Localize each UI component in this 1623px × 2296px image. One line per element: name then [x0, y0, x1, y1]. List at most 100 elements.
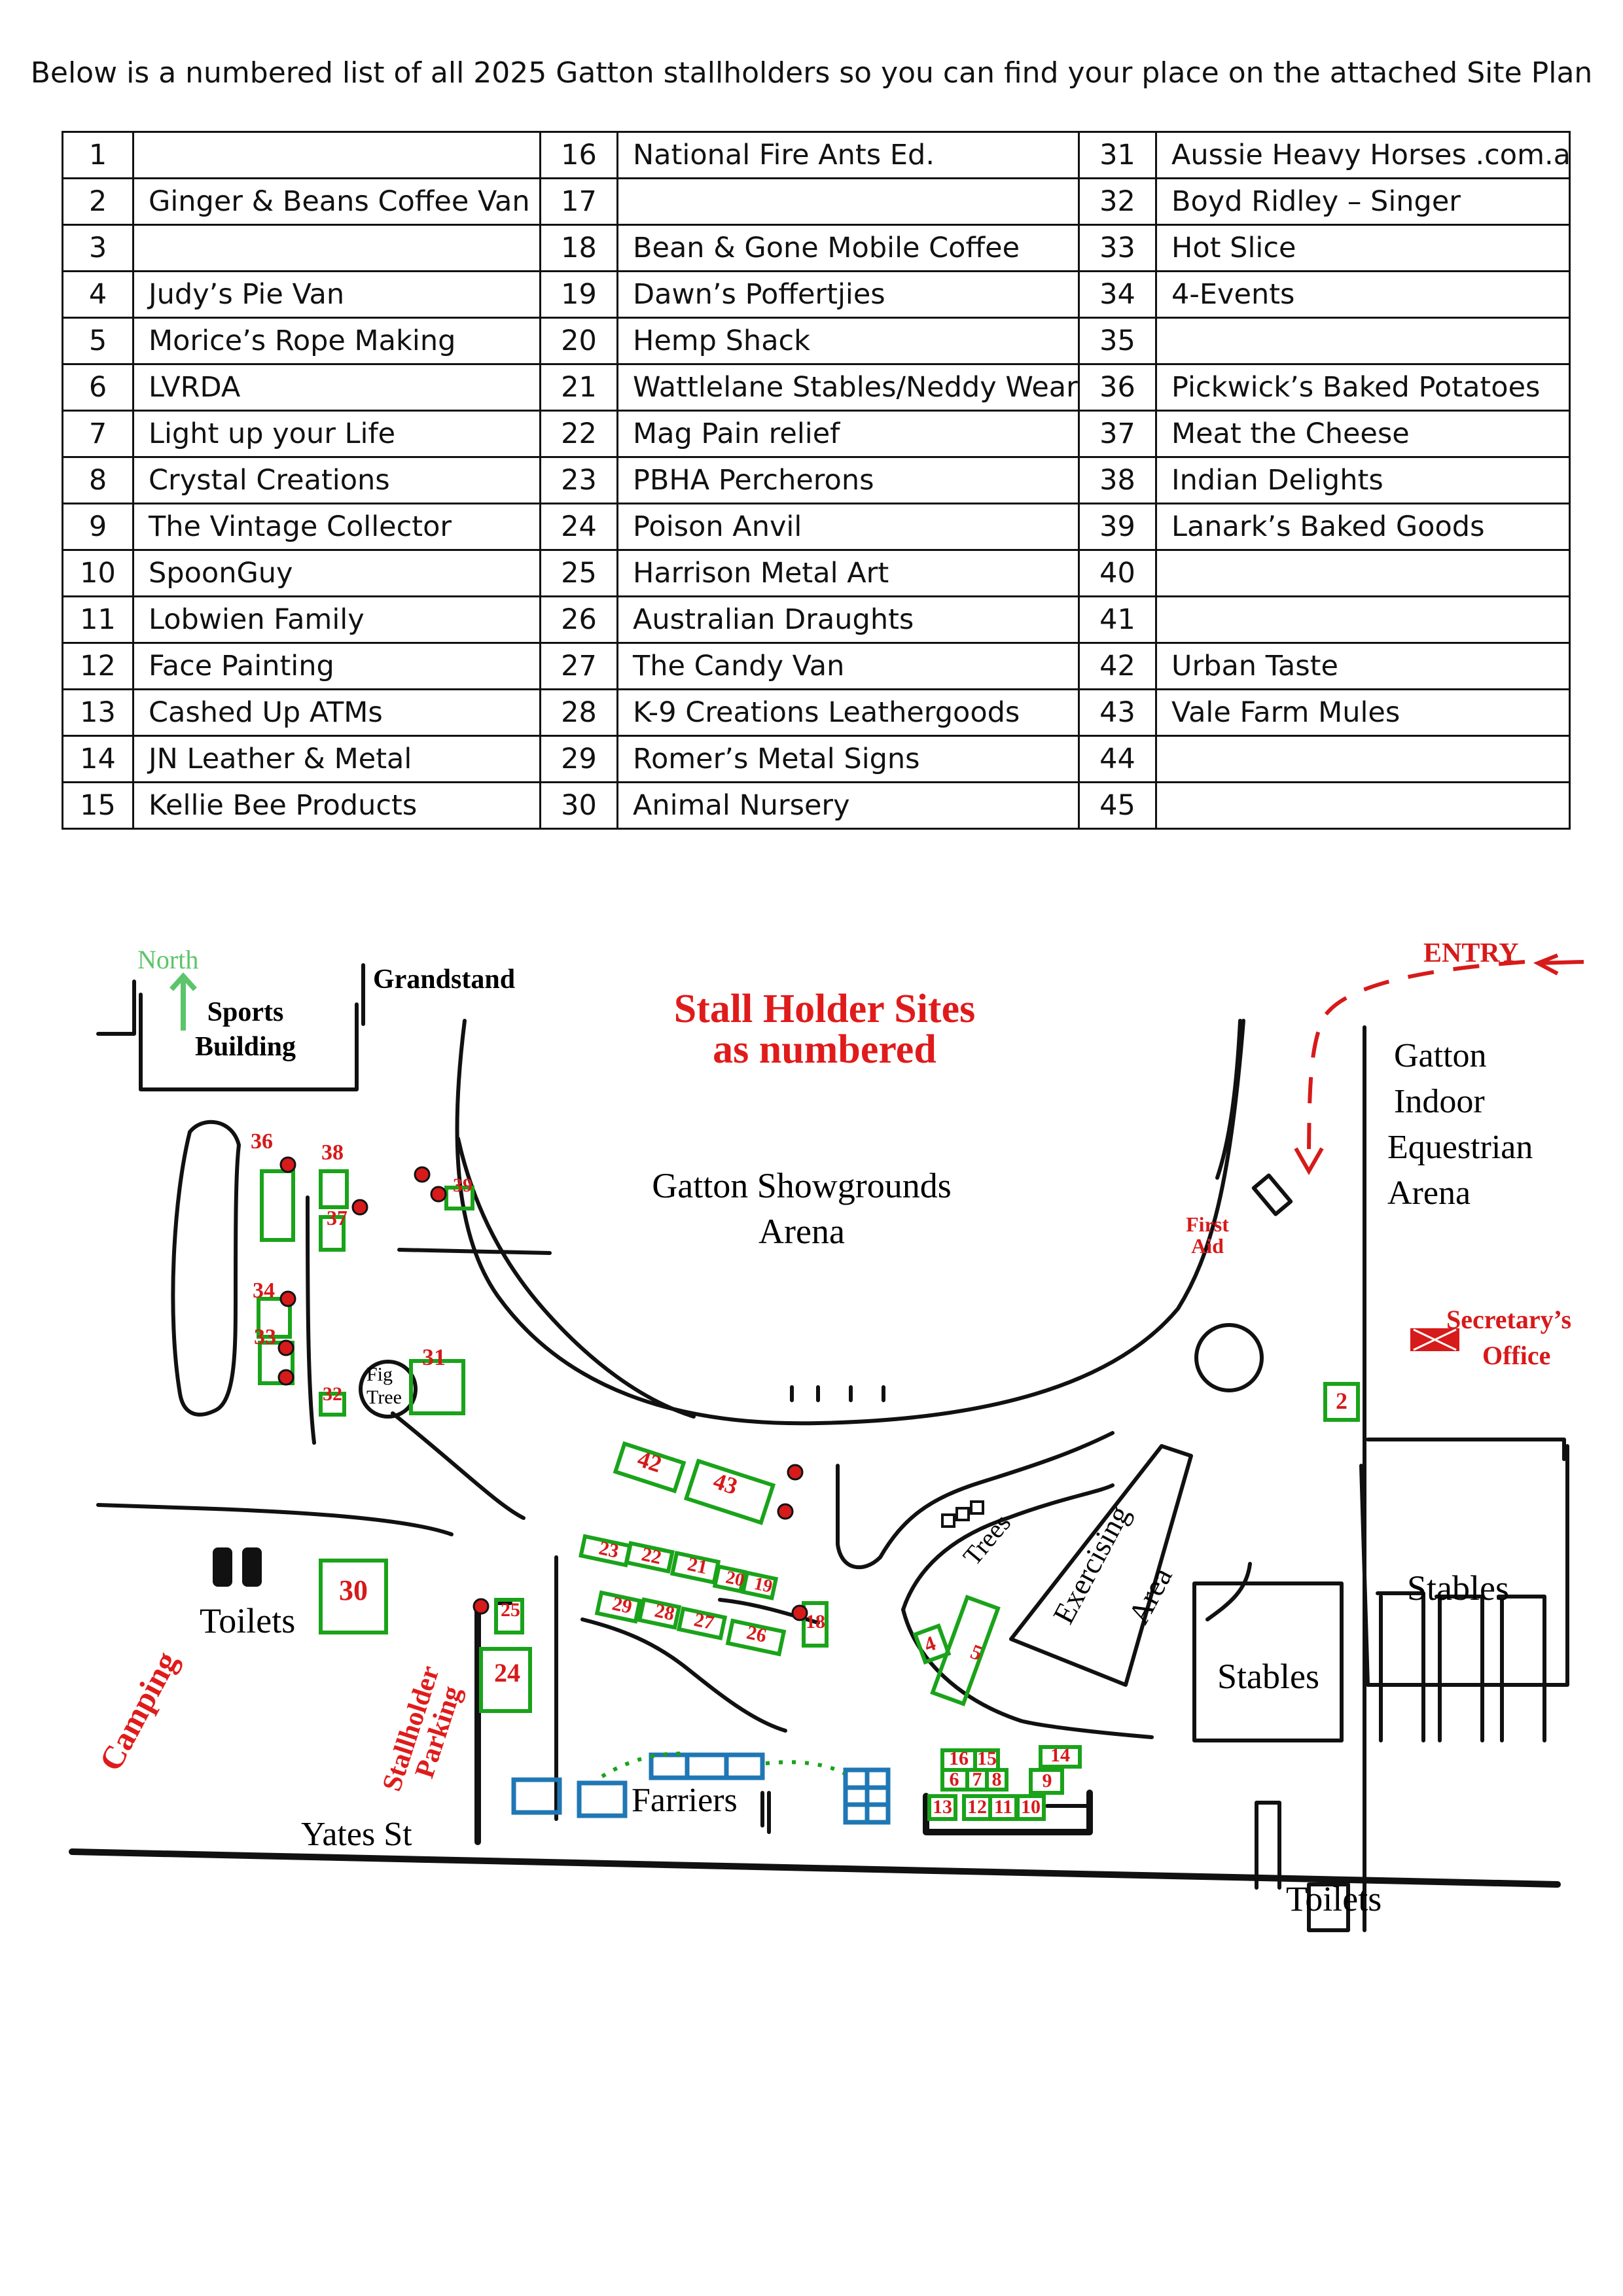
stall-number-cell: 12	[62, 642, 134, 690]
trees-island-top	[901, 1483, 1115, 1612]
stall-site-34[interactable]: 34	[253, 1279, 292, 1339]
tree-square-3	[970, 1500, 984, 1515]
stall-site-14[interactable]: 14	[1039, 1744, 1082, 1769]
stall-site-outline	[444, 1186, 474, 1210]
stall-site-30[interactable]: 30	[319, 1559, 388, 1634]
stall-name-cell: SpoonGuy	[132, 549, 541, 597]
stall-site-2[interactable]: 2	[1323, 1382, 1360, 1422]
fig-tree-label-2: Tree	[366, 1386, 402, 1408]
stall-site-19[interactable]: 19	[740, 1570, 779, 1600]
stall-site-11[interactable]: 11	[988, 1794, 1018, 1821]
stall-site-20[interactable]: 20	[712, 1564, 747, 1594]
path-39	[397, 1248, 552, 1255]
stall-number-cell: 42	[1078, 642, 1157, 690]
stall-site-number: 21	[686, 1553, 709, 1579]
road-curve-center	[836, 1431, 1115, 1570]
stall-number-cell: 34	[1078, 270, 1157, 319]
stall-site-outline	[637, 1597, 682, 1630]
stall-site-5[interactable]: 5	[930, 1595, 1001, 1706]
road-curve-fig	[391, 1411, 526, 1520]
stall-site-outline	[930, 1595, 1001, 1706]
toilet-blocks-left	[213, 1547, 262, 1587]
stall-name-cell: Lanark’s Baked Goods	[1155, 503, 1571, 551]
stall-site-37[interactable]: 37	[319, 1206, 348, 1252]
power-point-icon	[777, 1503, 794, 1520]
stall-site-18[interactable]: 18	[802, 1601, 829, 1648]
stall-site-21[interactable]: 21	[669, 1551, 721, 1585]
stall-site-number: 9	[1043, 1770, 1052, 1792]
entry-arrow-top	[1533, 953, 1584, 976]
stall-site-outline	[912, 1623, 952, 1665]
exercising-area-label-1: Exercising	[1046, 1500, 1136, 1629]
stall-site-25[interactable]: 25	[494, 1598, 524, 1634]
stall-site-4[interactable]: 4	[912, 1623, 952, 1665]
stall-site-28[interactable]: 28	[637, 1597, 682, 1630]
stall-site-39[interactable]: 39	[444, 1174, 474, 1210]
stall-site-32[interactable]: 32	[319, 1383, 346, 1417]
stables-right	[1376, 1591, 1546, 1742]
farrier-stall-2	[577, 1780, 628, 1818]
stall-site-number: 16	[949, 1748, 969, 1769]
power-point-icon	[414, 1166, 431, 1183]
stall-site-13[interactable]: 13	[927, 1794, 957, 1821]
stall-site-outline	[319, 1392, 346, 1417]
stall-site-10[interactable]: 10	[1016, 1794, 1046, 1821]
stall-site-27[interactable]: 27	[676, 1606, 728, 1640]
stall-site-outline	[725, 1618, 787, 1657]
stall-site-number: 29	[611, 1593, 634, 1618]
grandstand-label: Grandstand	[373, 964, 515, 995]
toilets-left-label: Toilets	[200, 1601, 295, 1640]
stall-site-29[interactable]: 29	[594, 1590, 643, 1624]
stall-number-cell: 28	[539, 688, 618, 737]
stall-site-12[interactable]: 12	[962, 1794, 992, 1821]
stall-site-number: 10	[1021, 1796, 1041, 1818]
stall-site-42[interactable]: 42	[613, 1440, 687, 1494]
arena-outline	[455, 1019, 1245, 1426]
exercise-area-side	[1205, 1562, 1252, 1621]
stall-number-cell: 15	[62, 781, 134, 830]
stall-site-26[interactable]: 26	[725, 1618, 787, 1657]
sports-building-label-2: Building	[195, 1032, 296, 1062]
stall-site-22[interactable]: 22	[624, 1541, 675, 1574]
stall-site-6[interactable]: 6	[940, 1768, 969, 1792]
stall-site-outline	[740, 1570, 779, 1600]
stall-name-cell: 4-Events	[1155, 270, 1571, 319]
stall-site-8[interactable]: 8	[985, 1768, 1008, 1792]
stall-site-24[interactable]: 24	[479, 1647, 532, 1713]
stall-site-number: 13	[933, 1796, 952, 1818]
yates-street-line	[69, 1848, 1561, 1888]
stall-number-cell: 21	[539, 363, 618, 412]
stall-site-number: 7	[972, 1769, 982, 1790]
stall-site-9[interactable]: 9	[1029, 1768, 1064, 1795]
stall-site-38[interactable]: 38	[319, 1140, 349, 1209]
indoor-arena-label-1: Gatton	[1394, 1037, 1487, 1074]
stall-name-cell: LVRDA	[132, 363, 541, 412]
power-point-icon	[791, 1604, 808, 1621]
sports-building-left-wall	[96, 980, 136, 1036]
stall-number-cell: 1	[62, 131, 134, 179]
stall-number-cell: 43	[1078, 688, 1157, 737]
stall-site-23[interactable]: 23	[579, 1534, 632, 1568]
stall-site-number: 28	[652, 1600, 676, 1625]
stall-name-cell: Ginger & Beans Coffee Van	[132, 177, 541, 226]
stall-site-16[interactable]: 16	[940, 1748, 977, 1772]
stall-site-31[interactable]: 31	[409, 1344, 465, 1415]
stall-site-43[interactable]: 43	[683, 1458, 776, 1525]
stall-site-15[interactable]: 15	[973, 1748, 1000, 1772]
stall-site-outline	[683, 1458, 776, 1525]
stall-number-cell: 13	[62, 688, 134, 737]
stall-name-cell: Animal Nursery	[616, 781, 1080, 830]
stall-site-36[interactable]: 36	[251, 1129, 295, 1242]
stall-name-cell: Mag Pain relief	[616, 410, 1080, 458]
stall-site-33[interactable]: 33	[254, 1325, 294, 1385]
stall-site-number: 12	[967, 1796, 987, 1818]
stall-site-7[interactable]: 7	[965, 1768, 989, 1792]
power-point-icon	[787, 1464, 804, 1481]
road-mid-segment	[718, 1598, 820, 1625]
stall-site-outline	[624, 1541, 675, 1574]
stall-name-cell: Bean & Gone Mobile Coffee	[616, 224, 1080, 272]
